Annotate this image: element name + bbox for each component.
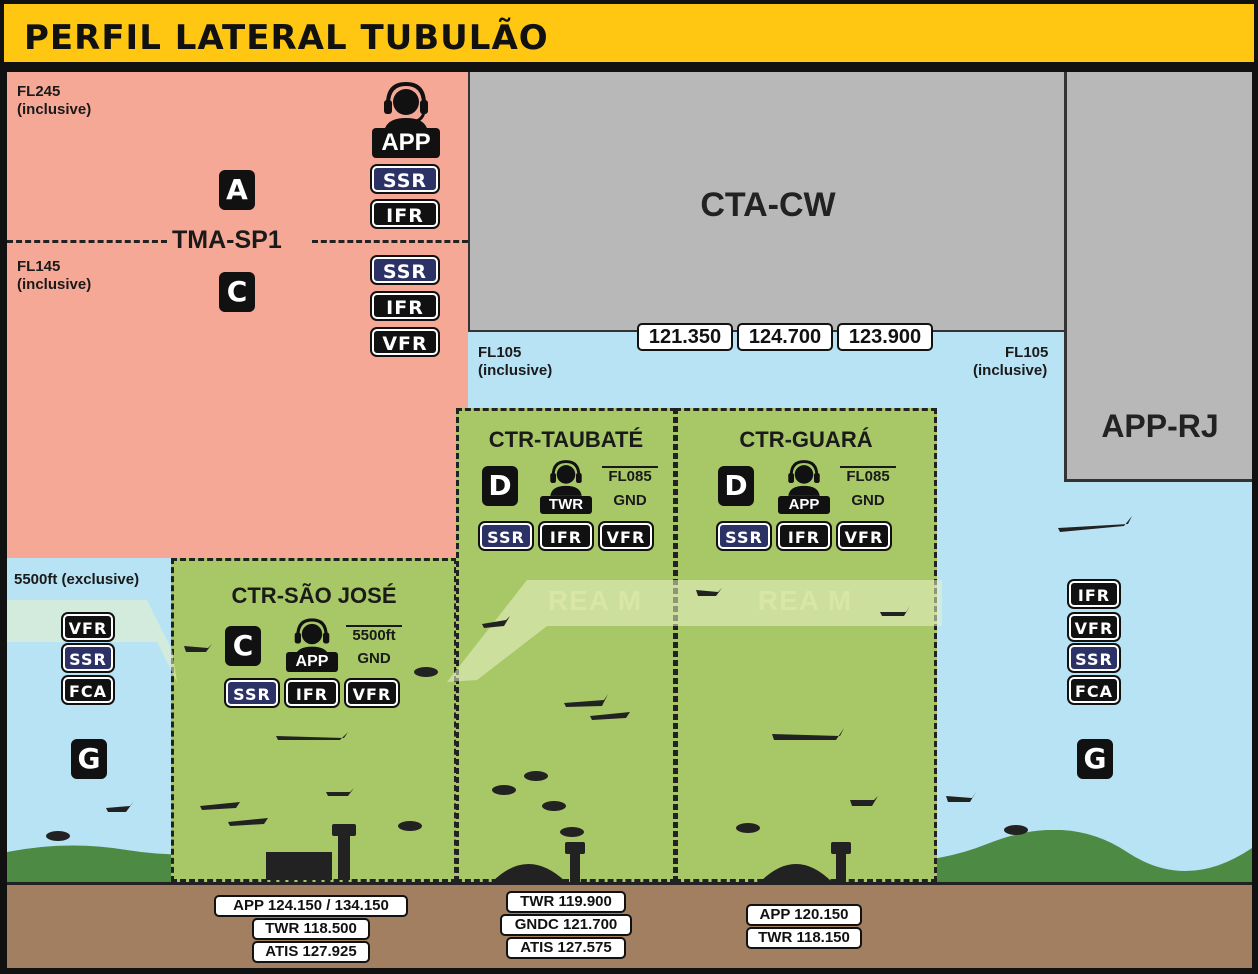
ctr-sao-jose-class: C bbox=[225, 626, 261, 666]
vfr-badge: VFR bbox=[1069, 614, 1119, 640]
ssr-badge: SSR bbox=[226, 680, 278, 706]
ifr-badge: IFR bbox=[286, 680, 338, 706]
ssr-badge: SSR bbox=[63, 645, 113, 671]
title-bar: PERFIL LATERAL TUBULÃO bbox=[4, 4, 1254, 66]
ctr-guara-unit: APP bbox=[778, 496, 830, 514]
app-rj-zone bbox=[1064, 72, 1252, 482]
ctr-sao-jose-freq: TWR 118.500 bbox=[252, 918, 370, 940]
cta-floor-right-fl: FL105 bbox=[1005, 344, 1049, 361]
ctr-taubate-freq: ATIS 127.575 bbox=[506, 937, 626, 959]
ctr-guara-upper: FL085 bbox=[840, 466, 896, 485]
class-g-left-class: G bbox=[71, 739, 107, 779]
tma-name: TMA-SP1 bbox=[172, 226, 282, 254]
ifr-badge: IFR bbox=[372, 293, 438, 319]
vfr-badge: VFR bbox=[346, 680, 398, 706]
cta-frequency: 124.700 bbox=[737, 323, 833, 351]
fca-badge: FCA bbox=[1069, 677, 1119, 703]
ssr-badge: SSR bbox=[718, 523, 770, 549]
ctr-sao-jose-lower: GND bbox=[357, 650, 391, 667]
page-title: PERFIL LATERAL TUBULÃO bbox=[24, 18, 549, 58]
ctr-guara-freq: TWR 118.150 bbox=[746, 927, 862, 949]
cta-name: CTA-CW bbox=[700, 186, 836, 224]
tma-divider bbox=[312, 240, 468, 243]
rea-label: REA M bbox=[757, 585, 853, 616]
ssr-badge: SSR bbox=[1069, 645, 1119, 671]
cta-floor-left-note: (inclusive) bbox=[478, 362, 553, 379]
class-g-right-class: G bbox=[1077, 739, 1113, 779]
cta-floor-left-fl: FL105 bbox=[478, 344, 522, 361]
ctr-sao-jose-freq: APP 124.150 / 134.150 bbox=[214, 895, 408, 917]
controller-headset-icon bbox=[788, 460, 820, 496]
ctr-taubate-name: CTR-TAUBATÉ bbox=[488, 427, 644, 452]
cta-floor-right-note: (inclusive) bbox=[973, 362, 1048, 379]
ssr-badge: SSR bbox=[480, 523, 532, 549]
tma-lower-fl: FL145 bbox=[17, 258, 61, 275]
tma-upper-unit: APP bbox=[372, 128, 440, 158]
ifr-badge: IFR bbox=[540, 523, 592, 549]
tma-upper-fl-note: (inclusive) bbox=[17, 101, 92, 118]
ctr-guara-name: CTR-GUARÁ bbox=[739, 427, 873, 452]
ctr-taubate-unit: TWR bbox=[540, 496, 592, 514]
class-g-left-limit: 5500ft (exclusive) bbox=[14, 571, 140, 588]
tma-lower-fl-note: (inclusive) bbox=[17, 276, 92, 293]
ctr-sao-jose-name: CTR-SÃO JOSÉ bbox=[231, 583, 397, 608]
ctr-sao-jose-upper: 5500ft bbox=[346, 625, 402, 644]
cta-frequency: 123.900 bbox=[837, 323, 933, 351]
tma-upper-class: A bbox=[219, 170, 255, 210]
rea-corridor bbox=[7, 580, 942, 682]
tma-divider bbox=[7, 240, 167, 243]
tma-lower-class: C bbox=[219, 272, 255, 312]
vfr-badge: VFR bbox=[600, 523, 652, 549]
ctr-taubate-upper: FL085 bbox=[602, 466, 658, 485]
cta-frequency: 121.350 bbox=[637, 323, 733, 351]
ifr-badge: IFR bbox=[1069, 581, 1119, 607]
controller-headset-icon bbox=[550, 460, 582, 496]
vfr-badge: VFR bbox=[63, 614, 113, 640]
ctr-sao-jose-unit: APP bbox=[286, 652, 338, 672]
ifr-badge: IFR bbox=[372, 201, 438, 227]
tma-upper-fl: FL245 bbox=[17, 83, 61, 100]
ctr-sao-jose-freq: ATIS 127.925 bbox=[252, 941, 370, 963]
ctr-taubate-lower: GND bbox=[613, 492, 647, 509]
ctr-guara-class: D bbox=[718, 466, 754, 506]
vfr-badge: VFR bbox=[372, 329, 438, 355]
ifr-badge: IFR bbox=[778, 523, 830, 549]
ctr-guara-freq: APP 120.150 bbox=[746, 904, 862, 926]
ctr-guara-lower: GND bbox=[851, 492, 885, 509]
fca-badge: FCA bbox=[63, 677, 113, 703]
ctr-sao-jose-zone bbox=[171, 558, 457, 882]
ssr-badge: SSR bbox=[372, 166, 438, 192]
ctr-taubate-freq: GNDC 121.700 bbox=[500, 914, 632, 936]
app-rj-name: APP-RJ bbox=[1101, 408, 1219, 444]
ssr-badge: SSR bbox=[372, 257, 438, 283]
rea-label: REA M bbox=[547, 585, 643, 616]
ctr-taubate-class: D bbox=[482, 466, 518, 506]
vfr-badge: VFR bbox=[838, 523, 890, 549]
ctr-taubate-freq: TWR 119.900 bbox=[506, 891, 626, 913]
